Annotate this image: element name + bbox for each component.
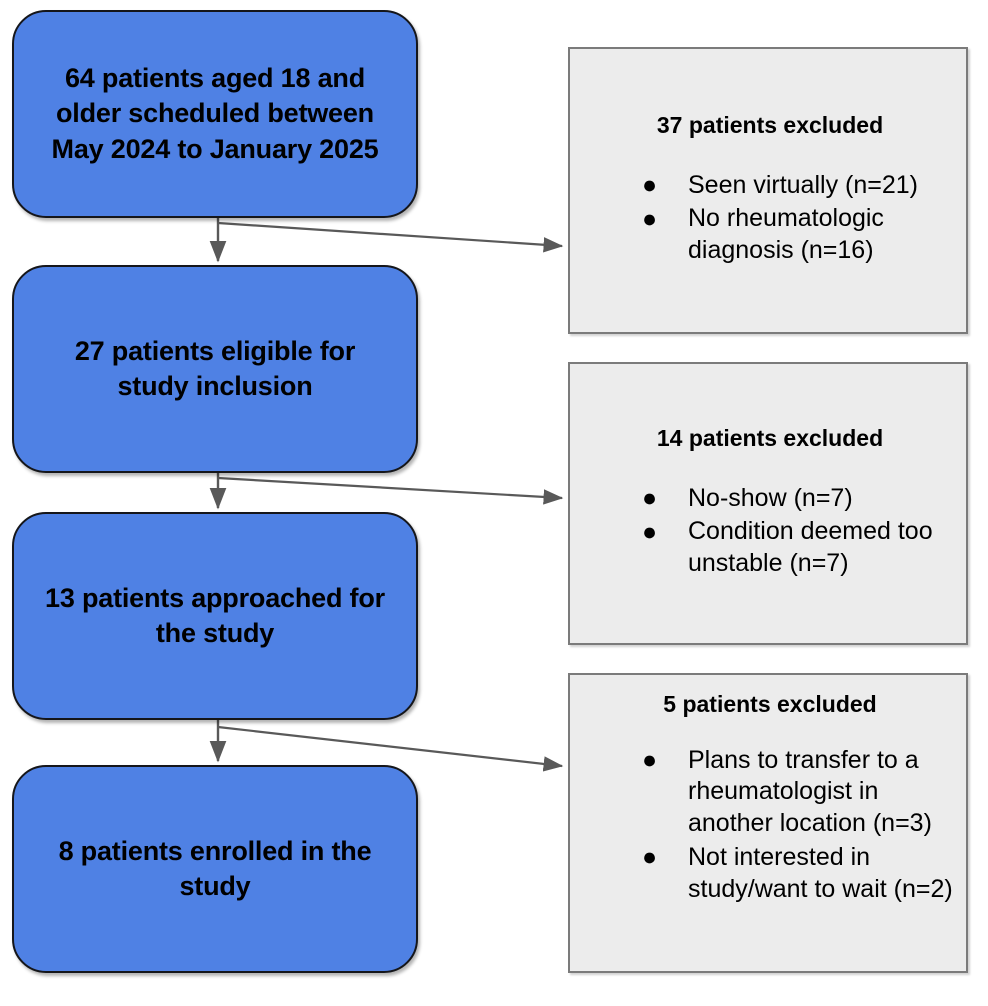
exclusion-reason-text: No rheumatologic diagnosis (n=16) xyxy=(688,204,884,265)
exclusion-box-2: 14 patients excluded ● No-show (n=7) ● C… xyxy=(568,362,968,645)
exclusion-box-3-content: 5 patients excluded ● Plans to transfer … xyxy=(570,675,966,971)
exclusion-reason-text: Plans to transfer to a rheumatologist in… xyxy=(688,745,932,838)
list-item: ● Condition deemed too unstable (n=7) xyxy=(642,516,954,580)
exclusion-reason-text: Seen virtually (n=21) xyxy=(688,170,918,199)
connector-approached-to-exclusion-3 xyxy=(217,725,564,772)
bullet-icon: ● xyxy=(642,204,658,233)
connector-eligible-to-exclusion-2 xyxy=(217,476,564,505)
exclusion-box-1-reason-list: ● Seen virtually (n=21) ● No rheumatolog… xyxy=(586,170,954,269)
bullet-icon: ● xyxy=(642,843,658,872)
node-eligible-patients: 27 patients eligible for study inclusion xyxy=(12,265,418,473)
bullet-icon: ● xyxy=(642,484,658,513)
exclusion-reason-text: Not interested in study/want to wait (n=… xyxy=(688,842,953,903)
list-item: ● Plans to transfer to a rheumatologist … xyxy=(642,745,954,840)
exclusion-box-1-content: 37 patients excluded ● Seen virtually (n… xyxy=(570,49,966,332)
exclusion-reason-text: No-show (n=7) xyxy=(688,483,853,512)
node-screened-patients-label: 64 patients aged 18 and older scheduled … xyxy=(51,63,379,164)
exclusion-box-2-content: 14 patients excluded ● No-show (n=7) ● C… xyxy=(570,364,966,643)
list-item: ● Not interested in study/want to wait (… xyxy=(642,842,954,906)
exclusion-box-2-reason-list: ● No-show (n=7) ● Condition deemed too u… xyxy=(586,483,954,582)
bullet-icon: ● xyxy=(642,171,658,200)
exclusion-box-3-title: 5 patients excluded xyxy=(663,691,877,717)
exclusion-box-3: 5 patients excluded ● Plans to transfer … xyxy=(568,673,968,973)
list-item: ● No rheumatologic diagnosis (n=16) xyxy=(642,203,954,267)
node-enrolled-patients-label: 8 patients enrolled in the study xyxy=(58,835,372,901)
node-eligible-patients-label: 27 patients eligible for study inclusion xyxy=(74,335,356,401)
exclusion-box-2-title: 14 patients excluded xyxy=(656,425,884,452)
node-approached-patients: 13 patients approached for the study xyxy=(12,512,418,720)
list-item: ● Seen virtually (n=21) xyxy=(642,170,954,202)
exclusion-box-1: 37 patients excluded ● Seen virtually (n… xyxy=(568,47,968,334)
bullet-icon: ● xyxy=(642,517,658,546)
node-enrolled-patients: 8 patients enrolled in the study xyxy=(12,765,418,973)
exclusion-reason-text: Condition deemed too unstable (n=7) xyxy=(688,517,933,578)
node-screened-patients: 64 patients aged 18 and older scheduled … xyxy=(12,10,418,218)
list-item: ● No-show (n=7) xyxy=(642,483,954,515)
exclusion-box-1-title: 37 patients excluded xyxy=(656,112,884,139)
node-approached-patients-label: 13 patients approached for the study xyxy=(45,582,385,648)
exclusion-box-3-reason-list: ● Plans to transfer to a rheumatologist … xyxy=(586,745,954,908)
connector-screened-to-exclusion-1 xyxy=(217,221,564,253)
bullet-icon: ● xyxy=(642,746,658,775)
